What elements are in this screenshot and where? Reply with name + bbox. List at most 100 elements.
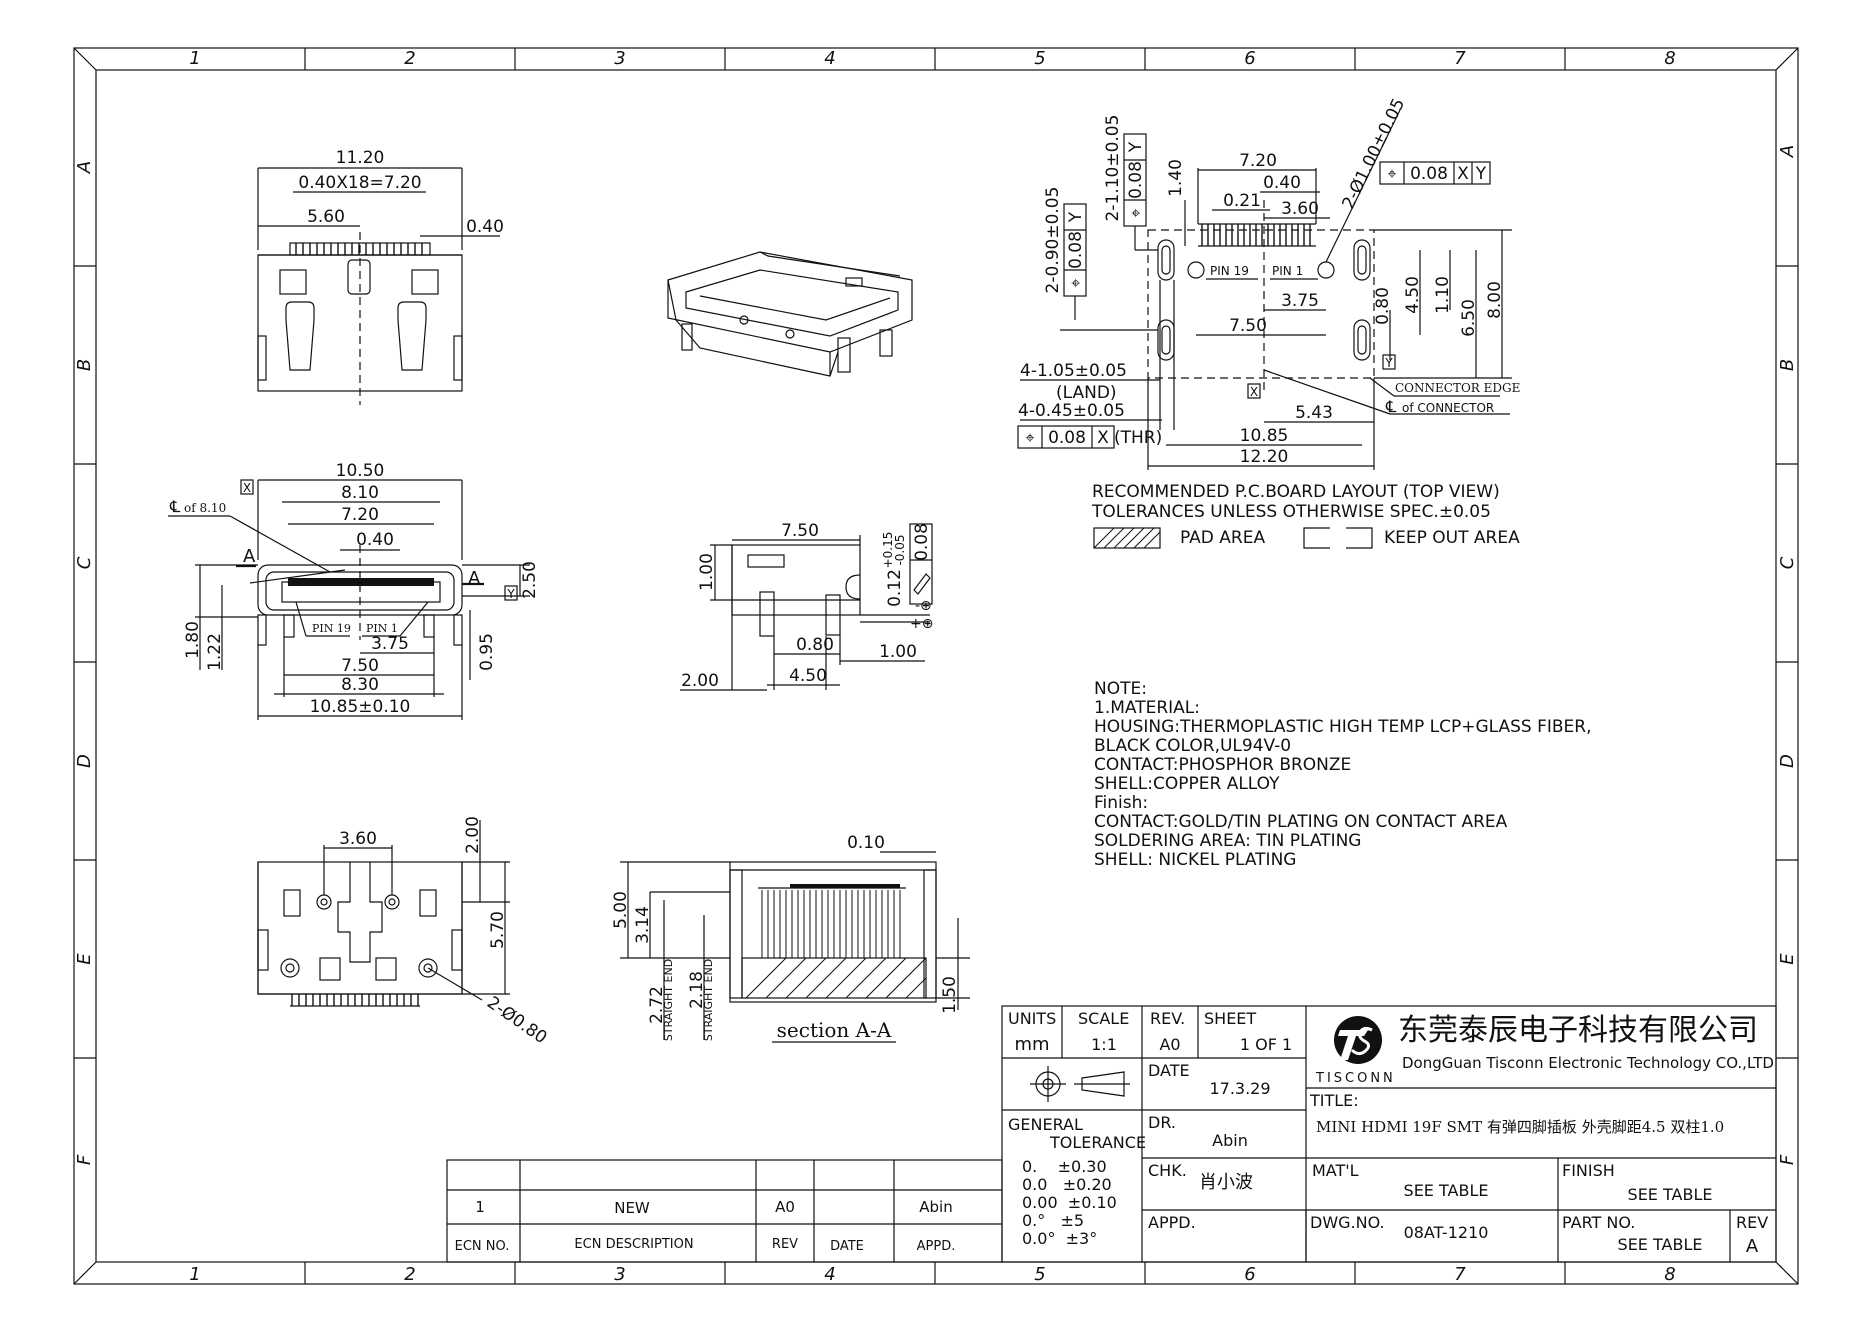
flatness-value: 0.08 — [912, 523, 932, 561]
cl-label: of 8.10 — [184, 501, 226, 515]
ecn-desc: NEW — [614, 1199, 650, 1217]
ecn-header-appd: APPD. — [917, 1239, 956, 1254]
tolerance-row: 0.0 ±0.20 — [1022, 1175, 1112, 1194]
date-value: 17.3.29 — [1209, 1079, 1270, 1098]
ecn-header-rev: REV — [772, 1237, 798, 1252]
row-label: E — [74, 953, 95, 965]
row-label: A — [74, 161, 95, 174]
general-label: GENERAL — [1008, 1115, 1083, 1134]
row-label: D — [1777, 754, 1798, 768]
finish-label: FINISH — [1562, 1161, 1615, 1180]
dim-7-50: 7.50 — [1229, 316, 1267, 336]
sheet-frame: 1 2 3 4 5 6 7 8 1 2 3 4 5 6 7 8 A B C D … — [73, 47, 1799, 1285]
x-ref: X — [243, 481, 251, 495]
col-label: 5 — [1034, 1264, 1045, 1285]
dim-5-00: 5.00 — [611, 891, 631, 929]
pad-area-label: PAD AREA — [1180, 528, 1265, 548]
section-title: section A-A — [777, 1018, 892, 1042]
col-label: 4 — [824, 1264, 835, 1285]
units-label: UNITS — [1008, 1009, 1056, 1028]
dim-tol-minus: -0.05 — [893, 534, 907, 565]
dim-11-20: 11.20 — [336, 148, 385, 168]
col-label: 5 — [1034, 48, 1045, 69]
col-label: 1 — [189, 48, 200, 69]
dim-8-30: 8.30 — [341, 675, 379, 695]
dim-2-0-90: 2-0.90±0.05 — [1043, 187, 1063, 294]
fcf-thr-x: X — [1097, 428, 1109, 448]
dim-2-50: 2.50 — [520, 561, 540, 599]
date-label: DATE — [1148, 1061, 1190, 1080]
cl-connector-label: of CONNECTOR — [1402, 401, 1494, 415]
col-label: 6 — [1244, 1264, 1255, 1285]
rev2-label: REV — [1736, 1213, 1768, 1232]
dim-10-85: 10.85 — [1240, 426, 1289, 446]
dim-2-1-10: 2-1.10±0.05 — [1103, 115, 1123, 222]
tolerance-label: TOLERANCE — [1049, 1133, 1146, 1152]
dim-10-85: 10.85±0.10 — [310, 697, 411, 717]
dim-3-14: 3.14 — [633, 906, 653, 944]
dim-6-50: 6.50 — [1459, 299, 1479, 337]
straight-end-label: STRAIGHT END — [662, 959, 675, 1041]
section-view: 0.10 5.00 3.14 2.72 STRAIGHT END 2.18 ST… — [611, 833, 970, 1043]
land-dim: 4-1.05±0.05 — [1020, 361, 1127, 381]
col-label: 7 — [1454, 1264, 1466, 1285]
keep-out-label: KEEP OUT AREA — [1384, 528, 1520, 548]
col-label: 7 — [1454, 48, 1466, 69]
sheet-value: 1 OF 1 — [1240, 1035, 1292, 1054]
position-icon: ⌖ — [1126, 208, 1145, 217]
row-label: C — [1777, 556, 1798, 569]
finish-value: SEE TABLE — [1628, 1185, 1713, 1204]
dwg-label: DWG.NO. — [1310, 1213, 1385, 1232]
part-value: SEE TABLE — [1618, 1235, 1703, 1254]
section-a-left: A — [243, 546, 256, 567]
col-label: 4 — [824, 48, 835, 69]
note-line: Finish: — [1094, 793, 1148, 813]
appd-label: APPD. — [1148, 1213, 1196, 1232]
y-ref: Y — [506, 587, 515, 601]
chk-label: CHK. — [1148, 1161, 1187, 1180]
pcb-caption-2: TOLERANCES UNLESS OTHERWISE SPEC.±0.05 — [1091, 502, 1491, 522]
col-label: 6 — [1244, 48, 1255, 69]
dim-0-80: 0.80 — [1373, 287, 1393, 325]
notes: NOTE: 1.MATERIAL: HOUSING:THERMOPLASTIC … — [1094, 679, 1592, 870]
dim-3-75: 3.75 — [371, 634, 409, 654]
dim-10-50: 10.50 — [336, 461, 385, 481]
connector-edge-label: CONNECTOR EDGE — [1395, 381, 1520, 395]
dim-4-50: 4.50 — [789, 666, 827, 686]
note-line: BLACK COLOR,UL94V-0 — [1094, 736, 1291, 756]
pin1-label: PIN 1 — [1272, 264, 1303, 278]
fcf-xy-value: 0.08 — [1410, 164, 1448, 184]
tolerance-row: 0. ±0.30 — [1022, 1157, 1107, 1176]
dim-2-00: 2.00 — [681, 671, 719, 691]
brand-label: TISCONN — [1315, 1071, 1396, 1086]
chk-value: 肖小波 — [1199, 1172, 1253, 1193]
note-line: HOUSING:THERMOPLASTIC HIGH TEMP LCP+GLAS… — [1094, 717, 1592, 737]
dim-1-50: 1.50 — [940, 976, 960, 1014]
plane-symbol: +⊕ — [910, 616, 933, 632]
pin19-label: PIN 19 — [1210, 264, 1249, 278]
dim-1-80: 1.80 — [183, 621, 203, 659]
row-label: E — [1777, 953, 1798, 965]
thr-label: (THR) — [1114, 428, 1162, 448]
ecn-header-desc: ECN DESCRIPTION — [574, 1237, 693, 1252]
dim-12-20: 12.20 — [1240, 447, 1289, 467]
row-label: B — [74, 359, 95, 371]
scale-label: SCALE — [1078, 1009, 1129, 1028]
dim-1-10: 1.10 — [1433, 276, 1453, 314]
row-label: A — [1777, 145, 1798, 158]
dim-2-72: 2.72 — [647, 986, 667, 1024]
fcf-thr-value: 0.08 — [1048, 428, 1086, 448]
note-line: CONTACT:PHOSPHOR BRONZE — [1094, 755, 1351, 775]
dim-0-40: 0.40 — [466, 217, 504, 237]
dim-7-50: 7.50 — [781, 521, 819, 541]
side-view: 7.50 1.00 0.12 +0.15 -0.05 0.08 -⊕ +⊕ 0.… — [680, 521, 933, 691]
col-label: 2 — [404, 48, 415, 69]
plane-symbol: -⊕ — [915, 598, 932, 614]
title-block: UNITS mm SCALE 1:1 REV. A0 SHEET 1 OF 1 … — [1001, 1005, 1777, 1263]
ecn-header-date: DATE — [830, 1239, 864, 1254]
ecn-table: 1 NEW A0 Abin ECN NO. ECN DESCRIPTION RE… — [446, 1159, 1003, 1263]
company-name-cn: 东莞泰辰电子科技有限公司 — [1398, 1013, 1758, 1048]
x-ref: X — [1250, 385, 1258, 399]
dim-pitch: 0.40X18=7.20 — [298, 173, 421, 193]
position-icon: ⌖ — [1387, 164, 1396, 183]
